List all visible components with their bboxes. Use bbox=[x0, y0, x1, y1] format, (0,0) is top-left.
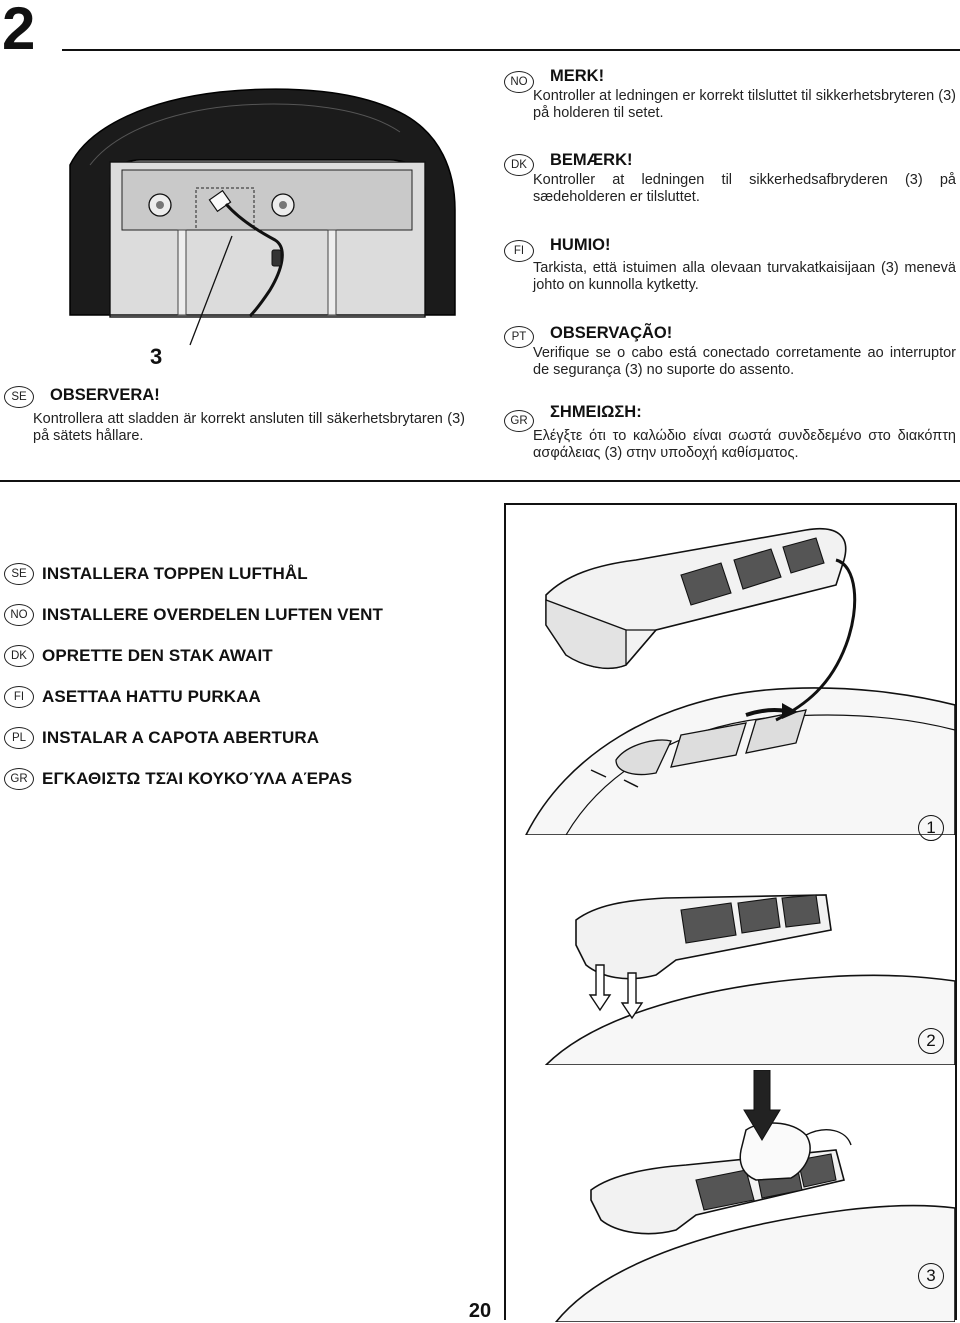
note-body-dk: Kontroller at ledningen til sikkerhedsaf… bbox=[533, 172, 956, 205]
note-title-no: MERK! bbox=[550, 67, 605, 85]
note-body-gr: Ελέγξτε ότι το καλώδιο είναι σωστά συνδε… bbox=[533, 428, 956, 461]
install-heading-text: OPRETTE DEN STAK AWAIT bbox=[42, 646, 273, 665]
section-number-box: 2 bbox=[0, 0, 62, 62]
page-number: 20 bbox=[468, 1300, 492, 1322]
step-3-number: 3 bbox=[918, 1263, 944, 1289]
lang-badge: NO bbox=[4, 604, 34, 626]
section-divider bbox=[0, 480, 960, 482]
lang-badge-se: SE bbox=[4, 386, 34, 408]
install-heading-no: NO INSTALLERE OVERDELEN LUFTEN VENT bbox=[4, 603, 383, 627]
lang-badge: PL bbox=[4, 727, 34, 749]
note-body-no: Kontroller at ledningen er korrekt tilsl… bbox=[533, 88, 956, 121]
lang-badge-no: NO bbox=[504, 71, 534, 93]
note-title-fi: HUMIO! bbox=[550, 236, 611, 254]
step-3-illustration bbox=[554, 1070, 955, 1322]
install-heading-text: ΕΓΚΑΘΙΣΤΩ ΤΣΆΙ ΚΟΥΚΟΎΛΑ ΑΈΡΑS bbox=[42, 769, 353, 788]
section-number: 2 bbox=[2, 0, 35, 62]
install-heading-dk: DK OPRETTE DEN STAK AWAIT bbox=[4, 644, 273, 668]
install-heading-text: INSTALLERE OVERDELEN LUFTEN VENT bbox=[42, 605, 384, 624]
install-heading-gr: GR ΕΓΚΑΘΙΣΤΩ ΤΣΆΙ ΚΟΥΚΟΎΛΑ ΑΈΡΑS bbox=[4, 767, 352, 791]
seat-underside-illustration bbox=[69, 88, 456, 346]
lang-badge-dk: DK bbox=[504, 154, 534, 176]
note-title-se: OBSERVERA! bbox=[50, 386, 160, 404]
lang-badge: SE bbox=[4, 563, 34, 585]
install-heading-pl: PL INSTALAR A CAPOTA ABERTURA bbox=[4, 726, 319, 750]
lang-badge-pt: PT bbox=[504, 326, 534, 348]
install-heading-se: SE INSTALLERA TOPPEN LUFTHÅL bbox=[4, 562, 308, 586]
install-heading-text: ASETTAA HATTU PURKAA bbox=[42, 687, 261, 706]
lang-badge: GR bbox=[4, 768, 34, 790]
note-title-gr: ΣΗΜΕΙΩΣΗ: bbox=[550, 403, 642, 421]
note-body-pt: Verifique se o cabo está conectado corre… bbox=[533, 345, 956, 378]
lang-badge: FI bbox=[4, 686, 34, 708]
step-1-number: 1 bbox=[918, 815, 944, 841]
switch-callout-number: 3 bbox=[150, 344, 163, 369]
step-2-illustration bbox=[544, 894, 955, 1065]
lang-badge-fi: FI bbox=[504, 240, 534, 262]
install-heading-text: INSTALAR A CAPOTA ABERTURA bbox=[42, 728, 320, 747]
vent-installation-figure: 1 2 3 bbox=[504, 503, 957, 1322]
note-title-pt: OBSERVAÇÃO! bbox=[550, 324, 673, 342]
lang-badge-gr: GR bbox=[504, 410, 534, 432]
install-heading-text: INSTALLERA TOPPEN LUFTHÅL bbox=[42, 564, 308, 583]
install-heading-fi: FI ASETTAA HATTU PURKAA bbox=[4, 685, 261, 709]
header-divider bbox=[62, 49, 960, 51]
lang-badge: DK bbox=[4, 645, 34, 667]
step-2-number: 2 bbox=[918, 1028, 944, 1054]
step-1-illustration bbox=[525, 528, 955, 835]
note-body-se: Kontrollera att sladden är korrekt anslu… bbox=[33, 411, 465, 444]
note-title-dk: BEMÆRK! bbox=[550, 151, 633, 169]
note-body-fi: Tarkista, että istuimen alla olevaan tur… bbox=[533, 260, 956, 293]
